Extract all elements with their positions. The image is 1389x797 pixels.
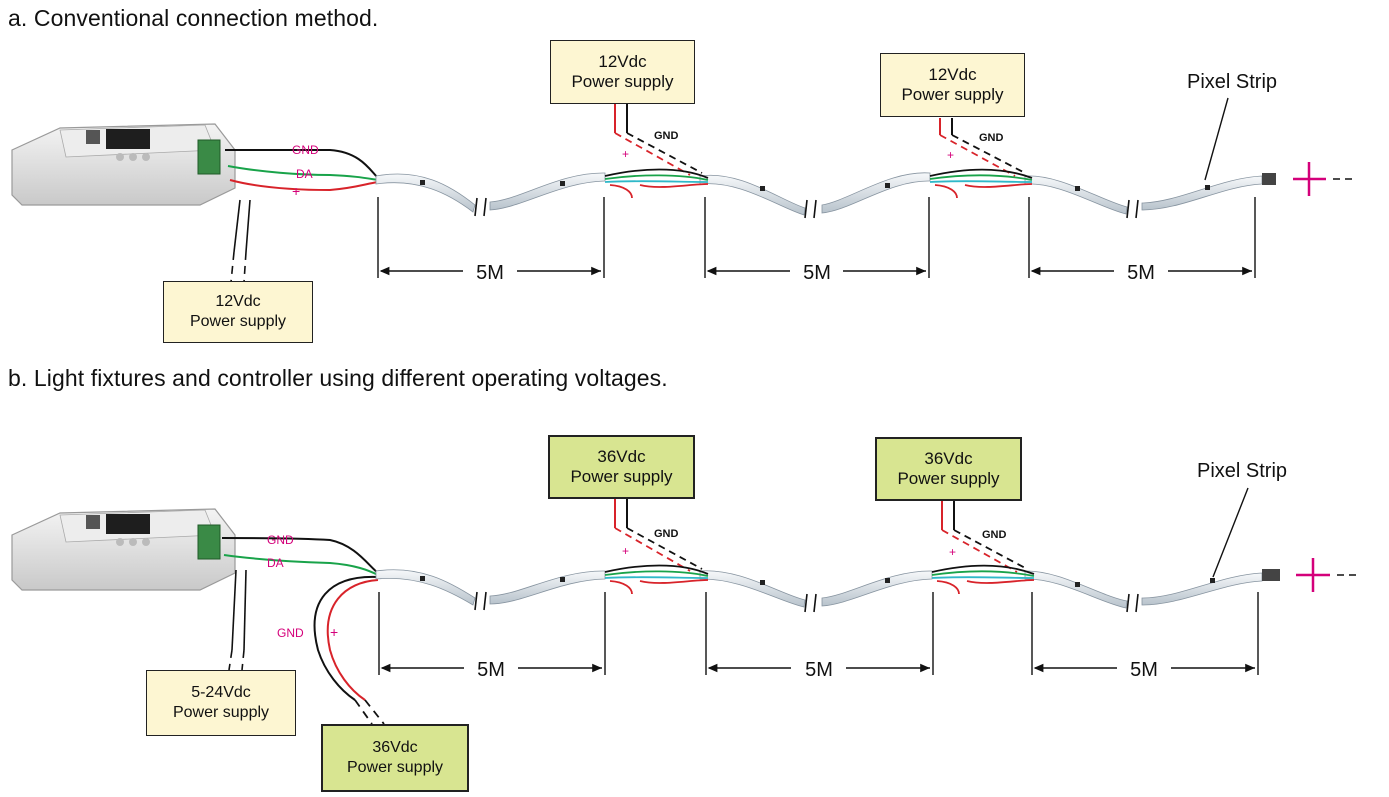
pixel-strip-icon bbox=[375, 569, 1263, 609]
ctrl-plus-label: + bbox=[292, 183, 300, 199]
psu-voltage: 36Vdc bbox=[924, 449, 973, 468]
psu-voltage: 12Vdc bbox=[598, 52, 647, 71]
psu-caption: Power supply bbox=[189, 313, 287, 330]
controller-icon bbox=[11, 508, 236, 591]
ctrl-b-da-label: DA bbox=[267, 556, 284, 570]
segment-a2-length: 5M bbox=[803, 262, 831, 284]
controller-psu-b: 5-24Vdc Power supply bbox=[146, 670, 296, 736]
psu-caption: Power supply bbox=[571, 72, 674, 91]
injection-point-a2: GND + bbox=[929, 118, 1033, 199]
psu-caption: Power supply bbox=[172, 704, 270, 721]
segment-b1-length: 5M bbox=[477, 659, 505, 681]
inj-b1-gnd: GND bbox=[654, 528, 679, 540]
segment-b2-length: 5M bbox=[805, 659, 833, 681]
psu-voltage: 36Vdc bbox=[597, 447, 646, 466]
inj-b1-plus: + bbox=[622, 544, 629, 558]
ctrl-da-label: DA bbox=[296, 167, 313, 181]
inj-a2-gnd: GND bbox=[979, 132, 1004, 144]
section-b-heading: b. Light fixtures and controller using d… bbox=[8, 365, 668, 391]
injection-point-a1: GND + bbox=[604, 104, 709, 199]
inj-a1-plus: + bbox=[622, 147, 629, 161]
injection-point-b1: GND + bbox=[604, 499, 709, 595]
pixel-strip-label-b: Pixel Strip bbox=[1197, 460, 1287, 482]
psu-caption: Power supply bbox=[570, 467, 673, 486]
psu-voltage: 12Vdc bbox=[215, 293, 261, 310]
fixture-psu-b: 36Vdc Power supply bbox=[321, 724, 469, 792]
strip-end-connector bbox=[1262, 173, 1276, 185]
controller-icon bbox=[11, 123, 236, 206]
section-a-heading: a. Conventional connection method. bbox=[8, 5, 379, 31]
controller-psu-a: 12Vdc Power supply bbox=[163, 281, 313, 343]
psu-caption: Power supply bbox=[901, 85, 1004, 104]
section-a: GND DA + bbox=[11, 71, 1356, 284]
ctrl-b-gnd-label: GND bbox=[267, 533, 294, 547]
inj-b2-plus: + bbox=[949, 545, 956, 559]
section-b: GND DA GND + bbox=[11, 460, 1360, 725]
fixture-plus-label: + bbox=[330, 624, 338, 640]
strip-psu-a1: 12Vdc Power supply bbox=[550, 40, 695, 104]
pixel-strip-icon bbox=[375, 172, 1263, 216]
strip-psu-b2: 36Vdc Power supply bbox=[875, 437, 1022, 501]
psu-voltage: 36Vdc bbox=[372, 739, 418, 756]
strip-psu-b1: 36Vdc Power supply bbox=[548, 435, 695, 499]
psu-caption: Power supply bbox=[346, 759, 444, 776]
injection-point-b2: GND + bbox=[931, 500, 1035, 595]
continuation-cross-icon bbox=[1296, 558, 1330, 592]
psu-voltage: 5-24Vdc bbox=[191, 684, 251, 701]
segment-a3-length: 5M bbox=[1127, 262, 1155, 284]
strip-psu-a2: 12Vdc Power supply bbox=[880, 53, 1025, 117]
psu-caption: Power supply bbox=[897, 469, 1000, 488]
psu-voltage: 12Vdc bbox=[928, 65, 977, 84]
inj-a2-plus: + bbox=[947, 148, 954, 162]
ctrl-gnd-label: GND bbox=[292, 143, 319, 157]
pixel-strip-label-a: Pixel Strip bbox=[1187, 71, 1277, 93]
fixture-gnd-label: GND bbox=[277, 626, 304, 640]
continuation-cross-icon bbox=[1293, 162, 1326, 196]
segment-a1-length: 5M bbox=[476, 262, 504, 284]
inj-b2-gnd: GND bbox=[982, 529, 1007, 541]
inj-a1-gnd: GND bbox=[654, 130, 679, 142]
strip-end-connector-b bbox=[1262, 569, 1280, 581]
segment-b3-length: 5M bbox=[1130, 659, 1158, 681]
